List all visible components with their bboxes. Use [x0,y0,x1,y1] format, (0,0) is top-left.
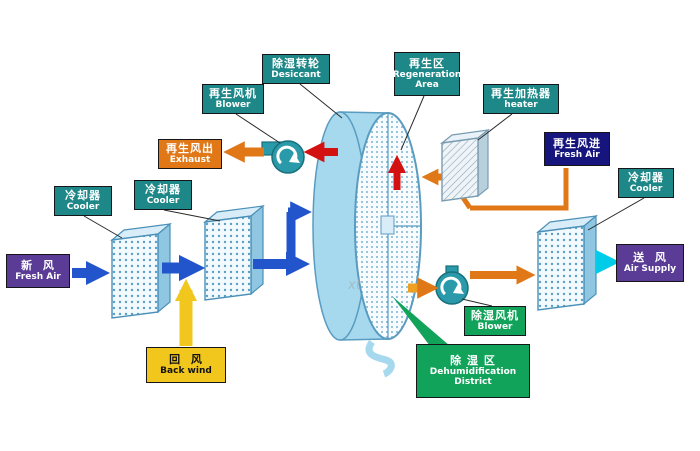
label-exhaust-en: Exhaust [169,155,211,166]
label-back-wind: 回 风 Back wind [146,347,226,383]
label-regeneration-area-en: Regeneration Area [392,70,462,91]
label-cooler-2: 冷却器 Cooler [134,180,192,210]
label-air-supply-en: Air Supply [623,264,677,275]
cooler-unit-1 [111,223,171,319]
dehumid-district-pointer [392,296,450,346]
label-regen-fresh-air: 再生风进 Fresh Air [544,132,610,166]
label-regen-fresh-air-en: Fresh Air [554,150,600,161]
label-regeneration-area: 再生区 Regeneration Area [392,52,462,96]
label-regen-heater-zh: 再生加热器 [491,86,551,100]
label-exhaust-zh: 再生风出 [166,141,214,155]
label-cooler-2-zh: 冷却器 [145,182,181,196]
label-exhaust: 再生风出 Exhaust [158,139,222,169]
label-regen-blower: 再生风机 Blower [202,84,264,114]
label-dehumid-district-en: Dehumidification District [429,367,517,388]
regen-heater-unit [441,129,489,202]
dehumid-blower-fan [435,265,469,305]
label-dehumid-blower: 除湿风机 Blower [464,306,526,336]
regen-inlet-path-arrow [470,168,569,211]
regen-blower-fan [261,140,305,174]
label-fresh-air-en: Fresh Air [15,272,61,283]
label-cooler-1-zh: 冷却器 [65,188,101,202]
label-fresh-air: 新 风 Fresh Air [6,254,70,288]
label-fresh-air-zh: 新 风 [21,258,55,272]
label-cooler-3-zh: 冷却器 [628,170,664,184]
label-dehumid-blower-zh: 除湿风机 [471,308,519,322]
label-desiccant-en: Desiccant [271,70,321,81]
label-desiccant-zh: 除湿转轮 [272,56,320,70]
label-dehumid-district-zh: 除 湿 区 [450,353,496,367]
watermark: xt [348,278,361,293]
label-cooler-3-en: Cooler [629,184,663,195]
label-cooler-2-en: Cooler [146,196,180,207]
label-air-supply-zh: 送 风 [633,250,667,264]
label-dehumid-blower-en: Blower [477,322,513,333]
leader-lines [83,83,645,307]
label-cooler-1: 冷却器 Cooler [54,186,112,216]
wheel-ribbon [365,339,395,378]
label-regen-heater-en: heater [504,100,538,111]
label-air-supply: 送 风 Air Supply [616,244,684,282]
label-dehumid-district: 除 湿 区 Dehumidification District [416,344,530,398]
label-back-wind-zh: 回 风 [169,352,203,366]
label-desiccant: 除湿转轮 Desiccant [262,54,330,84]
label-back-wind-en: Back wind [160,366,212,377]
label-regen-fresh-air-zh: 再生风进 [553,136,601,150]
label-regen-heater: 再生加热器 heater [483,84,559,114]
label-cooler-3: 冷却器 Cooler [618,168,674,198]
label-cooler-1-en: Cooler [66,202,100,213]
label-regen-blower-en: Blower [215,100,251,111]
label-regen-blower-zh: 再生风机 [209,86,257,100]
cooler-unit-3 [537,215,597,311]
label-regeneration-area-zh: 再生区 [409,56,445,70]
